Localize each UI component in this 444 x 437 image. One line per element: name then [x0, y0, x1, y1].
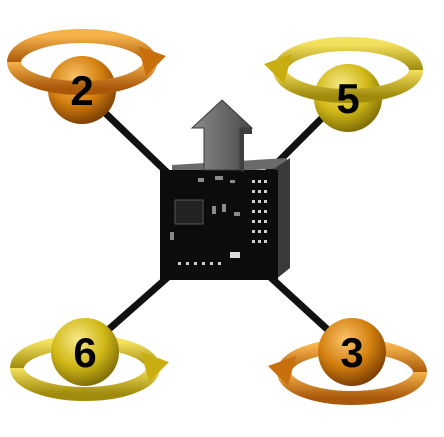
rotation-ring-front	[7, 61, 157, 95]
rotation-ring-front	[10, 367, 160, 401]
rotation-arrow-icon	[264, 54, 292, 84]
motor-rear-left: 6	[10, 318, 169, 401]
motor-ball	[318, 318, 386, 386]
arm-rear-right	[265, 272, 331, 333]
motor-ball	[51, 318, 119, 386]
motor-rear-right: 3	[268, 318, 427, 405]
rotation-arrow-icon	[138, 46, 166, 76]
rotation-ring-front	[273, 69, 423, 103]
board-components	[170, 176, 240, 258]
rotation-arrow-icon	[268, 356, 296, 386]
motors: 2 5 6 3	[7, 29, 427, 405]
board-front-face	[160, 170, 278, 280]
board-header-pins	[178, 180, 267, 265]
motor-number: 5	[336, 75, 359, 122]
rotation-arrow-icon	[141, 352, 169, 382]
arm-front-left	[97, 105, 178, 183]
motor-number: 6	[73, 329, 96, 376]
forward-direction-arrow	[190, 99, 254, 172]
board-side-face	[275, 158, 290, 280]
rotation-ring-front	[277, 371, 427, 405]
board-chip	[174, 199, 204, 225]
motor-front-right: 5	[264, 37, 423, 132]
motor-number: 3	[340, 329, 363, 376]
motor-number: 2	[70, 67, 93, 114]
flight-controller-board	[160, 158, 290, 280]
motor-front-left: 2	[7, 29, 166, 124]
